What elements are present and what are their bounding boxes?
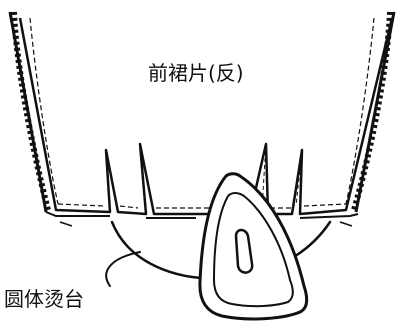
front-skirt-panel xyxy=(8,11,396,227)
panel-label: 前裙片(反) xyxy=(148,61,244,85)
iron-icon xyxy=(198,172,309,321)
board-label: 圆体烫台 xyxy=(4,287,84,311)
board-leader-line xyxy=(105,251,141,287)
